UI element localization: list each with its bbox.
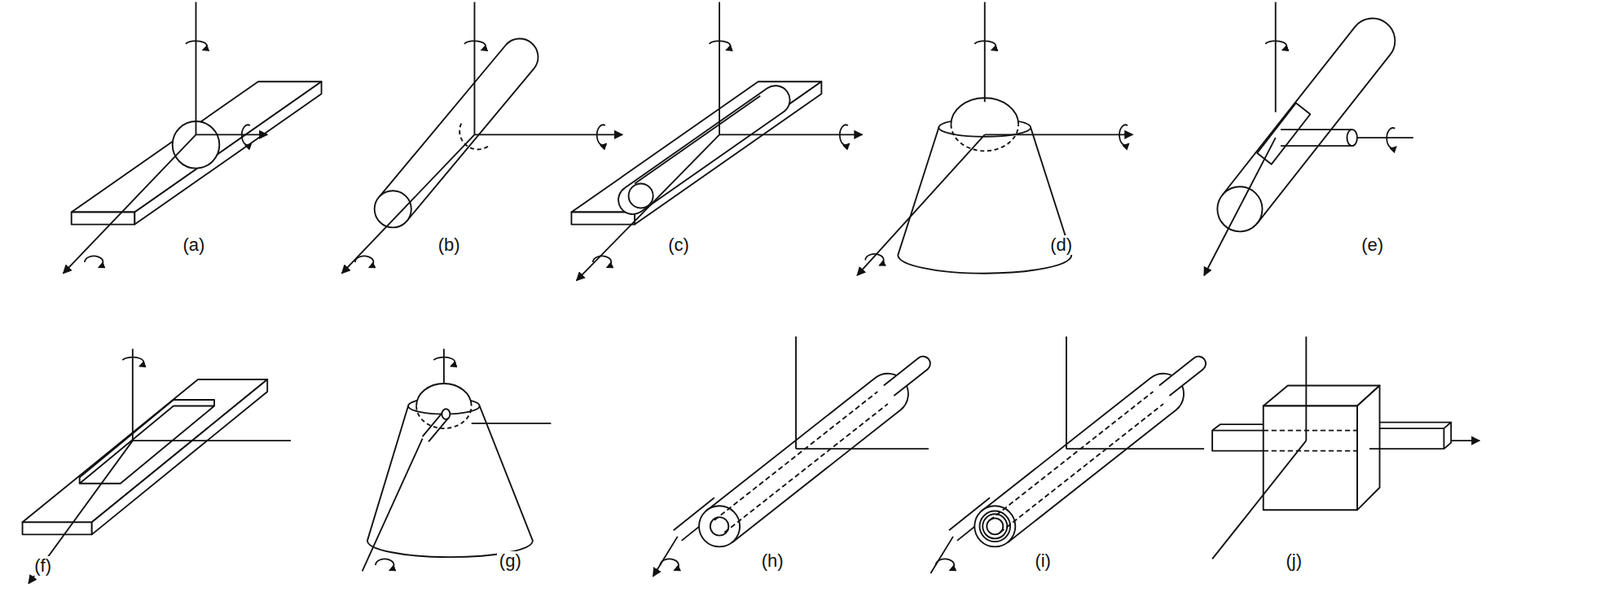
figure-label: (g) [496,551,524,572]
figure-label: (a) [180,235,208,255]
figure-label: (j) [1283,551,1306,572]
figure-label: (h) [759,551,787,572]
figure-label: (d) [1047,235,1075,255]
figure-label: (c) [665,235,692,255]
figure-label: (i) [1032,551,1054,572]
figure-label: (b) [435,235,463,255]
figure-label: (e) [1358,235,1386,255]
figure-label: (f) [31,556,54,576]
